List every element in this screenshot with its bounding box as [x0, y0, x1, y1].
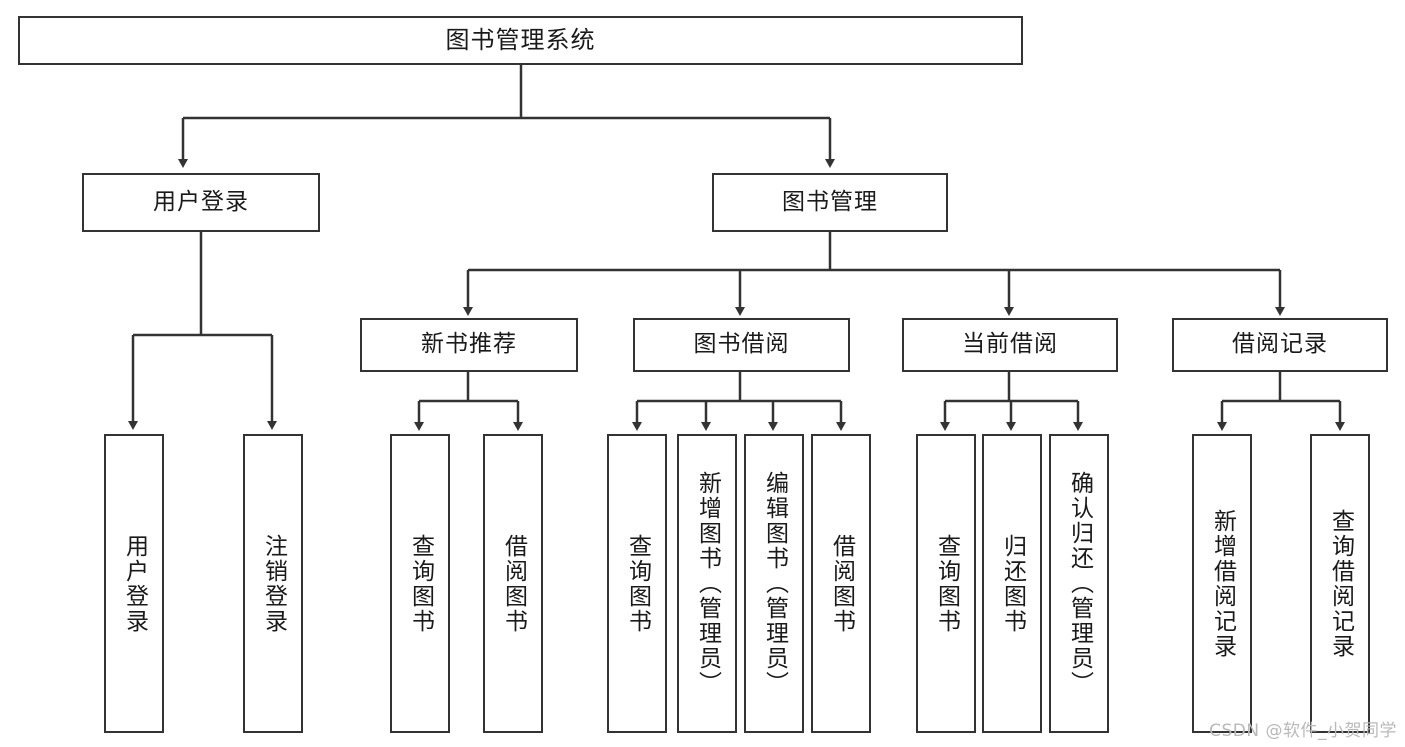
node-leaf-return-book-label: 归还图书	[999, 533, 1026, 634]
node-leaf-edit-book[interactable]: 编辑图书（管理员）	[744, 434, 804, 733]
node-leaf-query-record[interactable]: 查询借阅记录	[1310, 434, 1370, 733]
node-leaf-query-record-label: 查询借阅记录	[1327, 508, 1354, 659]
node-root[interactable]: 图书管理系统	[18, 16, 1023, 65]
node-book-borrow[interactable]: 图书借阅	[633, 318, 850, 372]
node-current-borrow-label: 当前借阅	[962, 331, 1058, 358]
node-leaf-confirm-return-label: 确认归还（管理员）	[1066, 471, 1093, 696]
node-leaf-edit-book-label: 编辑图书（管理员）	[761, 471, 788, 696]
node-borrow-record[interactable]: 借阅记录	[1172, 318, 1388, 372]
node-leaf-query-book-3-label: 查询图书	[933, 533, 960, 634]
node-leaf-user-login[interactable]: 用户登录	[104, 434, 164, 733]
node-new-book-recommend[interactable]: 新书推荐	[360, 318, 578, 372]
node-leaf-query-book-1-label: 查询图书	[407, 533, 434, 634]
node-leaf-return-book[interactable]: 归还图书	[982, 434, 1042, 733]
node-borrow-record-label: 借阅记录	[1232, 331, 1328, 358]
node-leaf-user-login-label: 用户登录	[121, 533, 148, 634]
node-leaf-query-book-2-label: 查询图书	[624, 533, 651, 634]
node-user-login-label: 用户登录	[153, 188, 249, 215]
node-user-login[interactable]: 用户登录	[82, 173, 320, 232]
node-new-book-recommend-label: 新书推荐	[421, 331, 517, 358]
node-leaf-add-book-label: 新增图书（管理员）	[694, 471, 721, 696]
node-book-management-label: 图书管理	[782, 188, 878, 215]
node-leaf-borrow-book-2-label: 借阅图书	[828, 533, 855, 634]
node-leaf-borrow-book-2[interactable]: 借阅图书	[811, 434, 871, 733]
node-leaf-logout-label: 注销登录	[260, 533, 287, 634]
node-leaf-logout[interactable]: 注销登录	[243, 434, 303, 733]
node-leaf-borrow-book-1-label: 借阅图书	[500, 533, 527, 634]
node-leaf-borrow-book-1[interactable]: 借阅图书	[483, 434, 543, 733]
node-leaf-add-record-label: 新增借阅记录	[1209, 508, 1236, 659]
node-leaf-confirm-return[interactable]: 确认归还（管理员）	[1049, 434, 1109, 733]
watermark: CSDN @软件_小贺同学	[1209, 721, 1397, 741]
node-leaf-add-book[interactable]: 新增图书（管理员）	[677, 434, 737, 733]
node-book-management[interactable]: 图书管理	[712, 173, 948, 232]
node-leaf-query-book-2[interactable]: 查询图书	[607, 434, 667, 733]
node-leaf-add-record[interactable]: 新增借阅记录	[1192, 434, 1252, 733]
node-leaf-query-book-1[interactable]: 查询图书	[390, 434, 450, 733]
node-leaf-query-book-3[interactable]: 查询图书	[916, 434, 976, 733]
node-root-label: 图书管理系统	[445, 26, 596, 55]
node-book-borrow-label: 图书借阅	[693, 331, 790, 358]
node-current-borrow[interactable]: 当前借阅	[902, 318, 1118, 372]
